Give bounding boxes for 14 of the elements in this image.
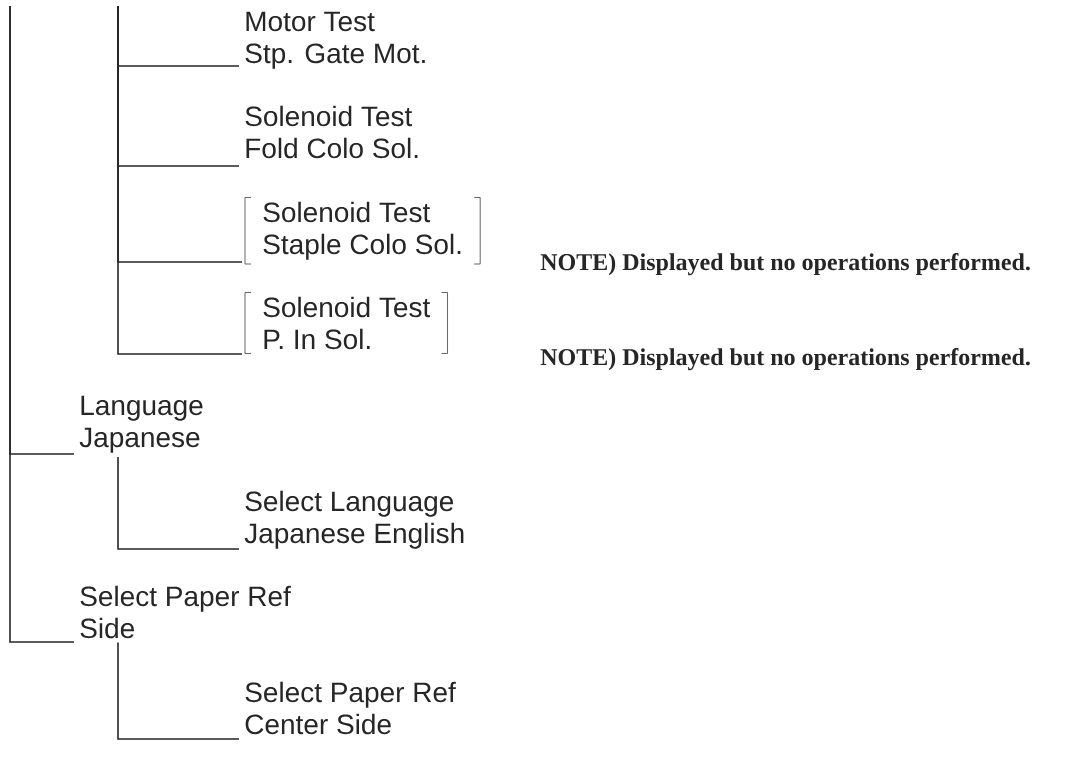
tree-connector <box>117 456 240 550</box>
bracketed-menu-item: Solenoid Test P. In Sol. <box>244 292 448 354</box>
menu-item: Solenoid Test Fold Colo Sol. <box>245 105 418 159</box>
tree-connector <box>117 5 243 355</box>
tree-connector <box>9 5 75 643</box>
menu-item: Select Paper Ref Center Side <box>245 681 456 735</box>
menu-item: Select Paper Ref Side <box>80 585 291 639</box>
menu-item: Motor Test Stp. Gate Mot. <box>245 11 425 69</box>
note-text: NOTE) Displayed but no operations performed. <box>540 253 1030 276</box>
menu-item: Select Language Japanese English <box>244 490 464 549</box>
bracketed-menu-item: Solenoid Test Staple Colo Sol. <box>244 197 481 265</box>
menu-item: Language Japanese <box>79 395 203 453</box>
tree-connector <box>117 641 240 740</box>
note-text: NOTE) Displayed but no operations performed. <box>540 348 1030 371</box>
